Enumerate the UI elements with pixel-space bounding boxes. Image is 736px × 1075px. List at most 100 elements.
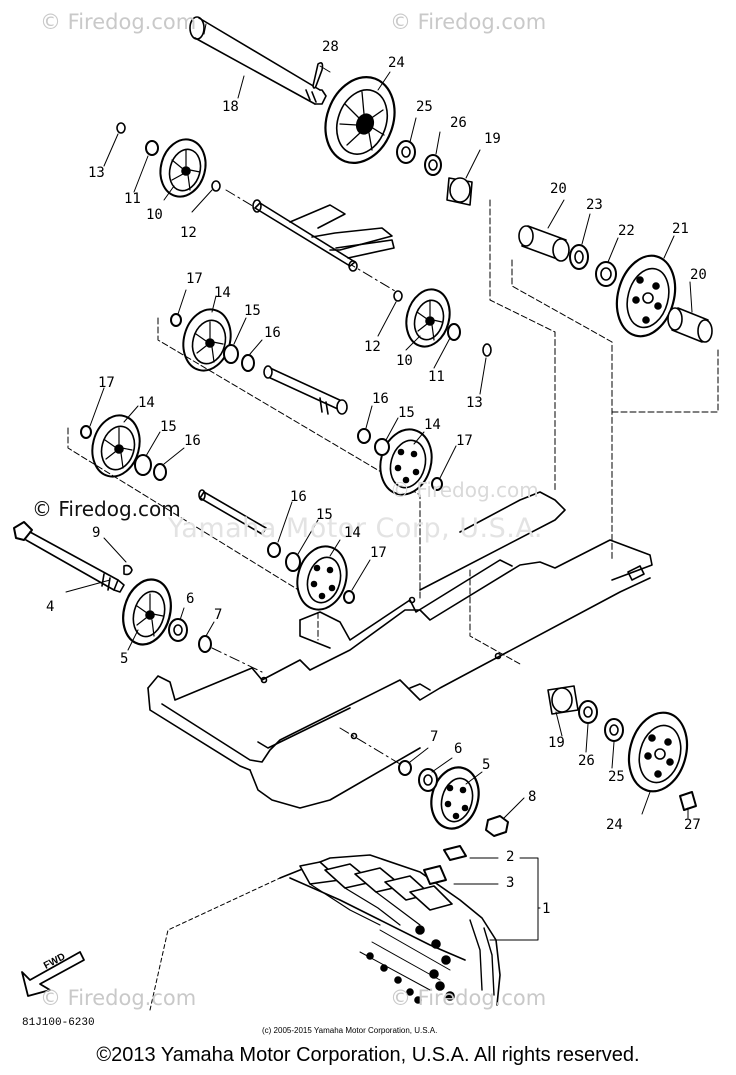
collar-20-left (518, 225, 570, 262)
callout-8: 8 (528, 789, 537, 805)
callout-25: 25 (416, 99, 433, 115)
bearing-22 (595, 261, 617, 287)
callout-2: 2 (506, 849, 515, 865)
callout-1: 1 (542, 901, 551, 917)
callout-11b: 11 (428, 369, 445, 385)
callout-26b: 26 (578, 753, 595, 769)
callout-24b: 24 (606, 817, 623, 833)
callout-14b: 14 (138, 395, 155, 411)
callout-17b: 17 (98, 375, 115, 391)
callout-12b: 12 (364, 339, 381, 355)
front-wheel-5 (122, 578, 172, 646)
callout-14d: 14 (344, 525, 361, 541)
callout-18: 18 (222, 99, 239, 115)
lower-axle (198, 489, 267, 535)
front-axle (13, 521, 125, 593)
bearing-16-b (357, 428, 371, 444)
callout-19: 19 (484, 131, 501, 147)
watermark-bottom-left: © Firedog.com (40, 986, 197, 1010)
watermark-top-right: © Firedog.com (390, 10, 547, 34)
clip-13-mid (482, 343, 492, 357)
callout-20: 20 (550, 181, 567, 197)
small-wheel-10-top (159, 138, 207, 198)
track-clip-2 (443, 845, 467, 861)
wheel-14-d (296, 545, 348, 611)
seal-26-bottom (578, 700, 598, 724)
diagram-part-code: 81J100-6230 (22, 1017, 95, 1029)
large-wheel-21 (615, 254, 677, 338)
center-line-front (211, 647, 263, 673)
callout-4: 4 (46, 599, 55, 615)
bearing-16-d (267, 542, 281, 558)
center-line-rear (339, 727, 401, 765)
callout-13b: 13 (466, 395, 483, 411)
callout-20b: 20 (690, 267, 707, 283)
callout-17d: 17 (370, 545, 387, 561)
inner-copyright: (c) 2005-2015 Yamaha Motor Corporation, … (262, 1026, 438, 1035)
callout-14: 14 (214, 285, 231, 301)
callout-9: 9 (92, 525, 101, 541)
callout-7: 7 (214, 607, 223, 623)
watermark-top-left: © Firedog.com (40, 10, 197, 34)
washer-15-a (223, 344, 239, 364)
collar-19-top (446, 177, 473, 206)
watermark-yamaha: Yamaha Motor Corp, U.S.A. (168, 513, 543, 544)
large-wheel-24-bottom (627, 711, 689, 793)
bearing-6-rear (418, 768, 438, 792)
bearing-25-top (396, 140, 416, 164)
clip-17-b (431, 477, 443, 491)
wheel-14-a (182, 308, 232, 372)
bearing-16-a (241, 354, 255, 372)
wheel-14-c (91, 414, 141, 478)
nut-8 (485, 815, 509, 837)
pin-9 (123, 564, 133, 576)
copyright-footer: ©2013 Yamaha Motor Corporation, U.S.A. A… (96, 1044, 640, 1066)
cap-27 (679, 791, 697, 811)
dash-frame-right (511, 259, 719, 561)
callout-28: 28 (322, 39, 339, 55)
cross-shaft-bracket (252, 199, 395, 272)
leader-lines (65, 65, 693, 819)
dash-frame-c (67, 427, 319, 641)
dash-frame-right-2 (489, 199, 556, 491)
clip-7-rear (398, 760, 412, 776)
forward-arrow-icon (21, 951, 85, 997)
clip-12-top (211, 180, 221, 192)
callout-26: 26 (450, 115, 467, 131)
collar-20-right (667, 307, 713, 343)
callout-17c: 17 (456, 433, 473, 449)
small-wheel-10-mid (405, 288, 451, 348)
watermark-mid-faint: © Firedog.com (390, 478, 539, 502)
watermark-bottom-right: © Firedog.com (390, 986, 547, 1010)
callout-12: 12 (180, 225, 197, 241)
cotter-pin (312, 62, 324, 89)
collar-19-bottom (547, 685, 579, 715)
bearing-11-top (145, 140, 159, 156)
callout-5: 5 (120, 651, 129, 667)
bearing-16-c (153, 463, 167, 481)
callout-10: 10 (146, 207, 163, 223)
callout-5b: 5 (482, 757, 491, 773)
clip-13-top (116, 122, 126, 134)
callout-7b: 7 (430, 729, 439, 745)
rear-axle-shaft (189, 16, 327, 105)
clip-17-d (343, 590, 355, 604)
callout-24: 24 (388, 55, 405, 71)
rear-wheel-5 (430, 766, 480, 830)
center-line-top (225, 189, 396, 292)
track-clip-3 (423, 865, 447, 885)
bearing-11-mid (447, 323, 461, 341)
callout-15: 15 (244, 303, 261, 319)
callout-15c: 15 (398, 405, 415, 421)
callout-17: 17 (186, 271, 203, 287)
large-idler-wheel-top (324, 76, 396, 164)
callout-10b: 10 (396, 353, 413, 369)
bearing-6-front (168, 618, 188, 642)
clip-12-mid (393, 290, 403, 302)
callout-15b: 15 (160, 419, 177, 435)
clip-17-c (80, 425, 92, 439)
callout-16b: 16 (184, 433, 201, 449)
callout-3: 3 (506, 875, 515, 891)
washer-23 (569, 244, 589, 270)
seal-26-top (424, 154, 442, 176)
